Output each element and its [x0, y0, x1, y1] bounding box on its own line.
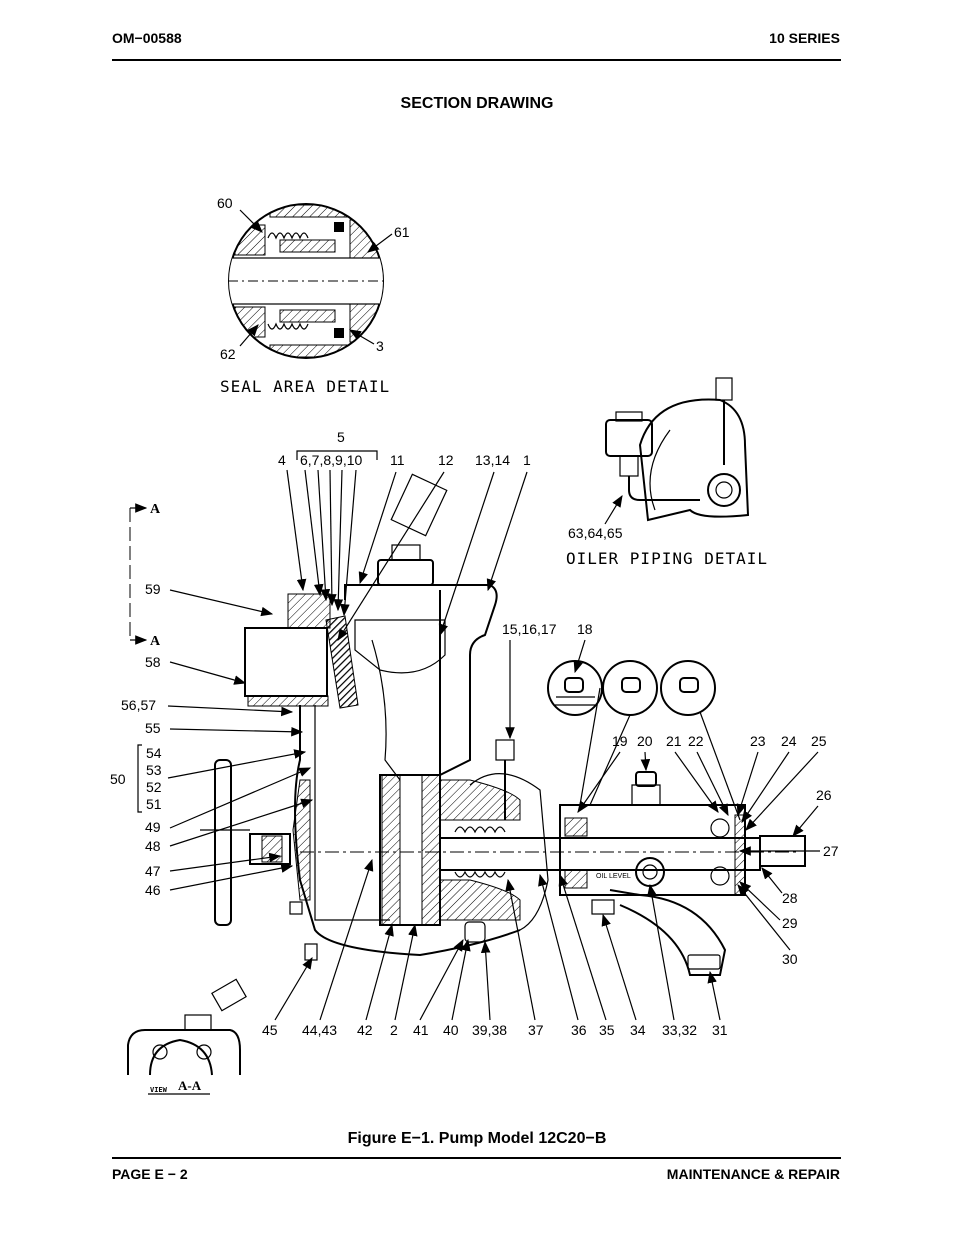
callout-41: 41 — [413, 1022, 429, 1038]
callout-33-32: 33,32 — [662, 1022, 697, 1038]
callout-11: 11 — [390, 452, 405, 468]
series-label: 10 SERIES — [769, 30, 840, 46]
footer-rule — [112, 1157, 841, 1159]
callout-29: 29 — [782, 915, 798, 931]
callout-12: 12 — [438, 452, 454, 468]
callout-36: 36 — [571, 1022, 587, 1038]
callout-59: 59 — [145, 581, 161, 597]
callout-56-57: 56,57 — [121, 697, 156, 713]
callout-26: 26 — [816, 787, 832, 803]
callout-22: 22 — [688, 733, 704, 749]
oiler-piping-detail: 63,64,65 OILER PIPING DETAIL — [566, 377, 768, 568]
callout-47: 47 — [145, 863, 161, 879]
callout-19: 19 — [612, 733, 628, 749]
callout-2: 2 — [390, 1022, 398, 1038]
doc-number: OM−00588 — [112, 30, 182, 46]
callout-51: 51 — [146, 796, 162, 812]
callout-40: 40 — [443, 1022, 459, 1038]
page-number: PAGE E − 2 — [112, 1166, 188, 1182]
callout-30: 30 — [782, 951, 798, 967]
callout-53: 53 — [146, 762, 162, 778]
callout-24: 24 — [781, 733, 797, 749]
callout-25: 25 — [811, 733, 827, 749]
callout-46: 46 — [145, 882, 161, 898]
callout-61: 61 — [394, 224, 410, 240]
seal-area-detail: 60 61 62 3 SEAL AREA DETAIL — [217, 195, 410, 396]
bottom-callouts: 45 44,43 42 2 41 40 39,38 37 36 35 34 33… — [262, 858, 728, 1038]
callout-44-43: 44,43 — [302, 1022, 337, 1038]
callout-39-38: 39,38 — [472, 1022, 507, 1038]
seal-area-detail-label: SEAL AREA DETAIL — [220, 377, 390, 396]
section-mark-bottom: A — [150, 634, 161, 649]
callout-23: 23 — [750, 733, 766, 749]
callout-21: 21 — [666, 733, 682, 749]
top-callouts: 5 4 6,7,8,9,10 11 12 13,14 1 — [278, 429, 531, 642]
left-callouts: 59 58 56,57 55 54 53 52 51 50 49 48 47 4… — [110, 581, 314, 898]
callout-3: 3 — [376, 338, 384, 354]
callout-20: 20 — [637, 733, 653, 749]
footer-section: MAINTENANCE & REPAIR — [666, 1166, 840, 1182]
callout-13-14: 13,14 — [475, 452, 510, 468]
callout-4: 4 — [278, 452, 286, 468]
callout-42: 42 — [357, 1022, 373, 1038]
pump-body: OIL LEVEL — [200, 473, 806, 976]
right-callouts: 15,16,17 18 19 20 21 22 23 24 25 26 27 2… — [502, 621, 839, 967]
view-prefix: VIEW — [150, 1086, 168, 1094]
oiler-piping-detail-label: OILER PIPING DETAIL — [566, 549, 768, 568]
callout-5: 5 — [337, 429, 345, 445]
callout-62: 62 — [220, 346, 236, 362]
callout-1: 1 — [523, 452, 531, 468]
callout-48: 48 — [145, 838, 161, 854]
callout-31: 31 — [712, 1022, 728, 1038]
callout-35: 35 — [599, 1022, 615, 1038]
callout-60: 60 — [217, 195, 233, 211]
callout-55: 55 — [145, 720, 161, 736]
section-mark-top: A — [150, 502, 161, 517]
section-marker: A A — [129, 502, 161, 649]
callout-34: 34 — [630, 1022, 646, 1038]
callout-52: 52 — [146, 779, 162, 795]
header-rule — [112, 59, 841, 61]
callout-54: 54 — [146, 745, 162, 761]
callout-49: 49 — [145, 819, 161, 835]
view-a-a: VIEW A-A — [127, 978, 247, 1095]
oil-level-label: OIL LEVEL — [596, 873, 631, 880]
callout-28: 28 — [782, 890, 798, 906]
section-title: SECTION DRAWING — [400, 95, 554, 112]
callout-18: 18 — [577, 621, 593, 637]
callout-50: 50 — [110, 771, 126, 787]
bearing-detail-views — [547, 660, 741, 821]
figure-caption: Figure E−1. Pump Model 12C20−B — [347, 1130, 607, 1147]
callout-6-10: 6,7,8,9,10 — [300, 452, 362, 468]
view-name: A-A — [178, 1078, 202, 1093]
callout-37: 37 — [528, 1022, 544, 1038]
callout-45: 45 — [262, 1022, 278, 1038]
callout-15-17: 15,16,17 — [502, 621, 557, 637]
callout-58: 58 — [145, 654, 161, 670]
callout-27: 27 — [823, 843, 839, 859]
callout-63-64-65: 63,64,65 — [568, 525, 623, 541]
